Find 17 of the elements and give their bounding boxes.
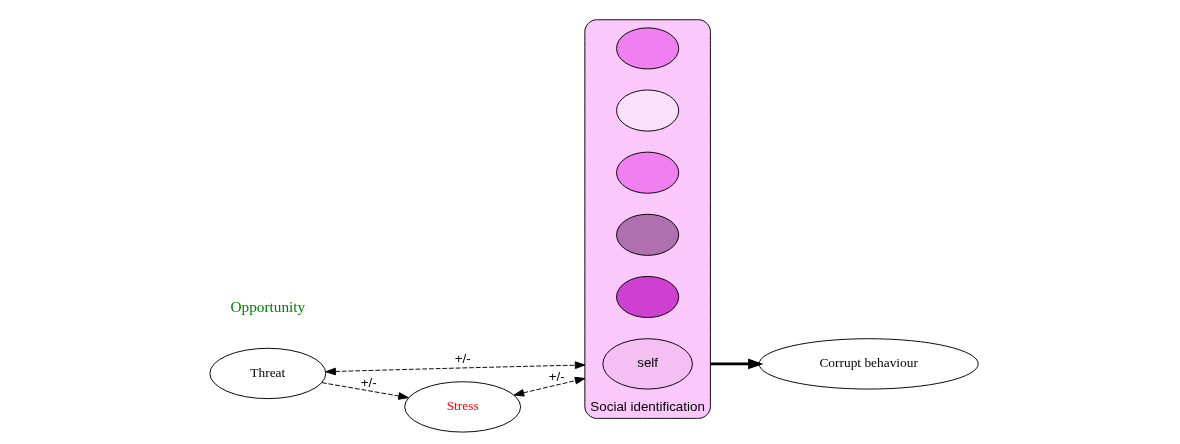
edge-label: +/- (454, 351, 471, 367)
node-ellipse: Corrupt behaviour (758, 338, 979, 390)
edge-label: +/- (548, 369, 565, 385)
edge-label: +/- (360, 375, 377, 391)
node-ellipse: Threat (208, 347, 326, 400)
node-ellipse: self (601, 338, 693, 390)
arrow (324, 361, 585, 376)
arrow (321, 382, 409, 400)
label: Opportunity (229, 298, 305, 316)
node-ellipse: Stress (403, 381, 521, 433)
node-ellipse (615, 89, 679, 132)
node-ellipse (615, 27, 679, 70)
arrow (513, 376, 585, 397)
arrow (709, 358, 763, 370)
node-ellipse (615, 151, 679, 194)
node-ellipse (615, 213, 679, 256)
node-ellipse (615, 275, 679, 318)
